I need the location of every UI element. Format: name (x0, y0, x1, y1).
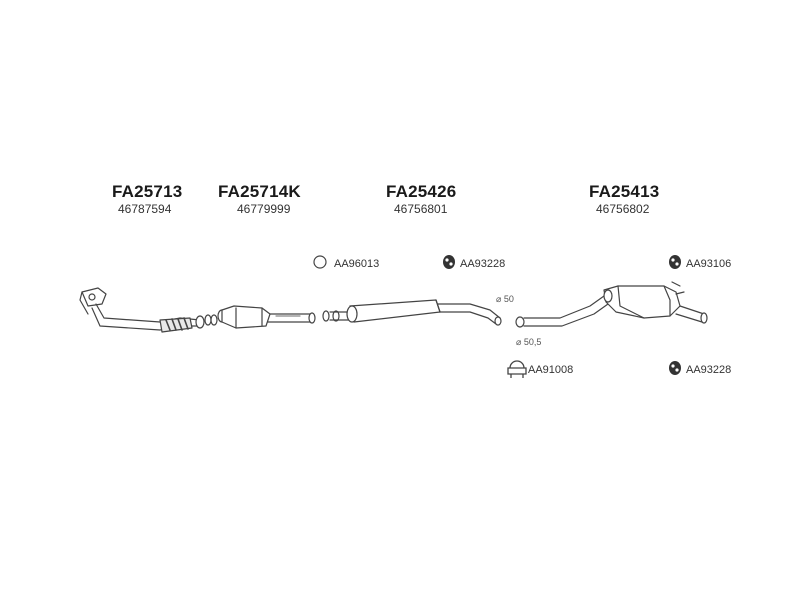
part-code-front-pipe: FA25713 (112, 182, 183, 201)
accessory-label-hanger-top: AA93228 (460, 258, 506, 270)
accessory-label-gasket: AA96013 (334, 258, 380, 270)
dimension-label-50: ⌀ 50 (496, 294, 514, 304)
dimension-label-50-5: ⌀ 50,5 (516, 337, 542, 347)
oem-code-front-pipe: 46787594 (118, 202, 172, 216)
catalyst-icon (217, 305, 316, 329)
accessory-label-hanger-rear: AA93106 (686, 258, 732, 270)
rubber-hanger-icon (669, 361, 681, 375)
ring-gasket-icon (313, 255, 327, 269)
rubber-hanger-icon (669, 255, 681, 269)
flange-icon (204, 314, 218, 326)
accessory-label-clamp: AA91008 (528, 364, 574, 376)
middle-silencer-icon (322, 299, 502, 326)
oem-code-catalyst: 46779999 (237, 202, 291, 216)
part-code-catalyst: FA25714K (218, 182, 301, 201)
oem-code-rear-silencer: 46756802 (596, 202, 650, 216)
part-code-middle-silencer: FA25426 (386, 182, 457, 201)
clamp-icon (507, 360, 527, 378)
oem-code-middle-silencer: 46756801 (394, 202, 448, 216)
part-code-rear-silencer: FA25413 (589, 182, 660, 201)
rubber-hanger-icon (443, 255, 455, 269)
rear-silencer-icon (515, 281, 708, 328)
accessory-label-hanger-bottom: AA93228 (686, 364, 732, 376)
front-pipe-icon (79, 287, 205, 333)
